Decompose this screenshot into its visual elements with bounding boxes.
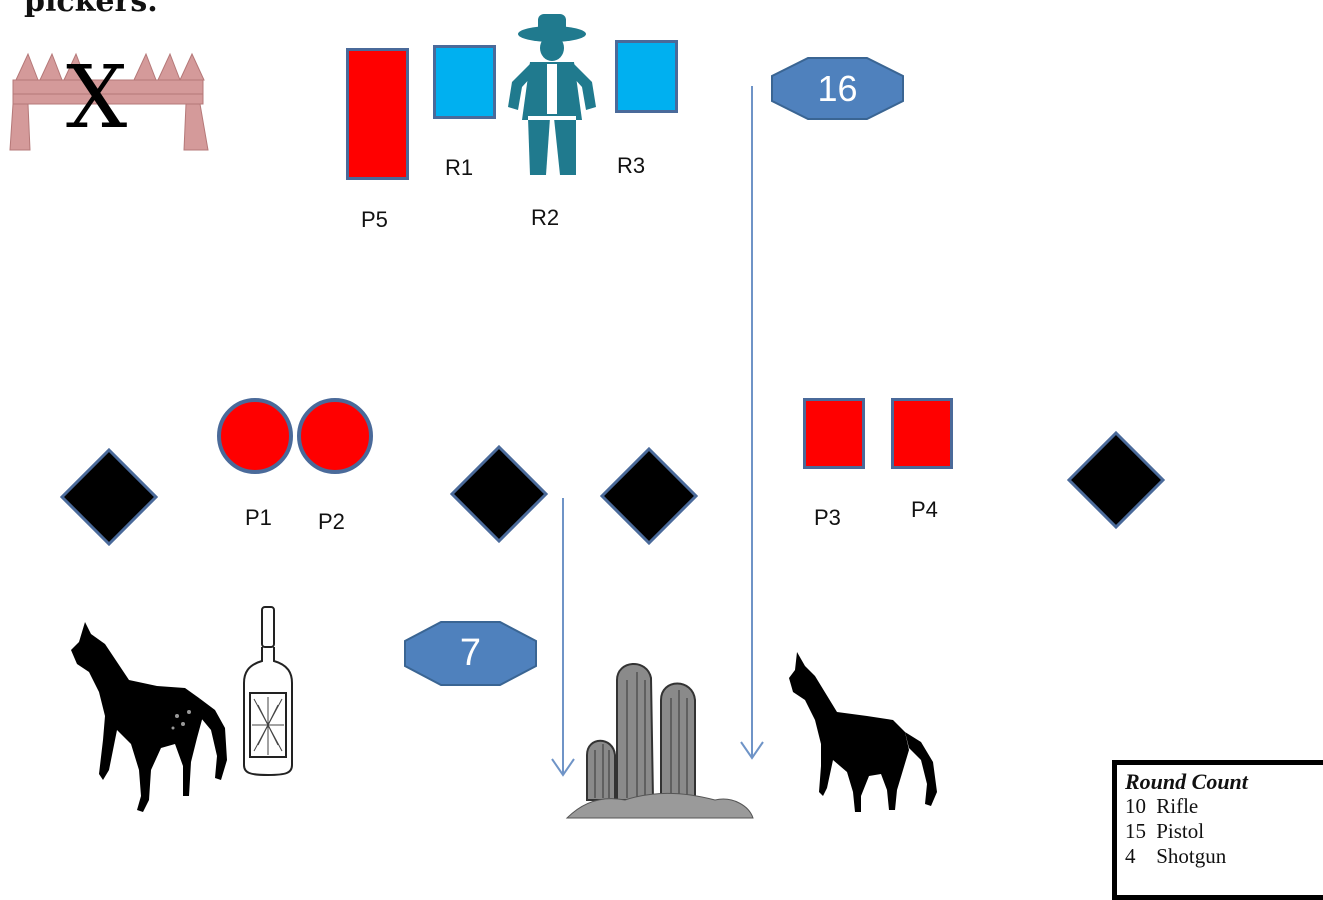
arrow-head-right xyxy=(740,741,764,760)
target-p1 xyxy=(217,398,293,474)
cactus-icon xyxy=(565,663,754,819)
target-p2 xyxy=(297,398,373,474)
round-marker-16: 16 xyxy=(770,56,905,121)
round-marker-7-label: 7 xyxy=(459,632,482,674)
target-p3 xyxy=(803,398,865,469)
table-prop: X xyxy=(8,48,213,155)
round-count-box: Round Count 10 Rifle 15 Pistol 4 Shotgun xyxy=(1112,760,1323,900)
diamond-target-2 xyxy=(450,445,548,543)
octagon-shape xyxy=(771,57,904,120)
round-marker-7: 7 xyxy=(403,620,538,687)
page-title-fragment: pickers. xyxy=(24,0,158,19)
horse-icon-right xyxy=(789,652,937,812)
table-icon xyxy=(9,52,209,151)
table-mark: X xyxy=(66,48,128,148)
target-label-r2: R2 xyxy=(531,205,560,230)
target-label-p1: P1 xyxy=(245,505,272,530)
arrow-head-left xyxy=(551,758,575,777)
round-count-weapon: Shotgun xyxy=(1156,844,1227,868)
round-count-weapon: Rifle xyxy=(1156,794,1199,818)
diamond-target-3 xyxy=(600,447,698,545)
target-label-p5: P5 xyxy=(361,207,388,232)
target-p5 xyxy=(346,48,409,180)
diamond-target-1 xyxy=(60,448,158,546)
target-p4 xyxy=(891,398,953,469)
target-label-p2: P2 xyxy=(318,509,345,534)
round-count-number: 4 xyxy=(1125,844,1136,868)
round-count-number: 10 xyxy=(1125,794,1146,818)
round-count-title: Round Count xyxy=(1125,769,1248,794)
horse-icon-left xyxy=(71,622,227,812)
cowboy-icon xyxy=(508,14,596,175)
target-r3 xyxy=(615,40,678,113)
octagon-shape xyxy=(404,621,537,686)
diamond-target-4 xyxy=(1067,431,1165,529)
round-count-row: 10 Rifle xyxy=(1125,794,1323,819)
target-label-r1: R1 xyxy=(445,155,474,180)
bottle-icon xyxy=(243,606,293,777)
round-marker-16-label: 16 xyxy=(817,68,858,109)
target-label-r3: R3 xyxy=(617,153,646,178)
cowboy-target xyxy=(500,12,605,177)
round-count-number: 15 xyxy=(1125,819,1146,843)
round-count-weapon: Pistol xyxy=(1156,819,1205,843)
target-label-p3: P3 xyxy=(814,505,841,530)
round-count-row: 15 Pistol xyxy=(1125,819,1323,844)
round-count-row: 4 Shotgun xyxy=(1125,844,1323,869)
target-r1 xyxy=(433,45,496,119)
target-label-p4: P4 xyxy=(911,497,938,522)
